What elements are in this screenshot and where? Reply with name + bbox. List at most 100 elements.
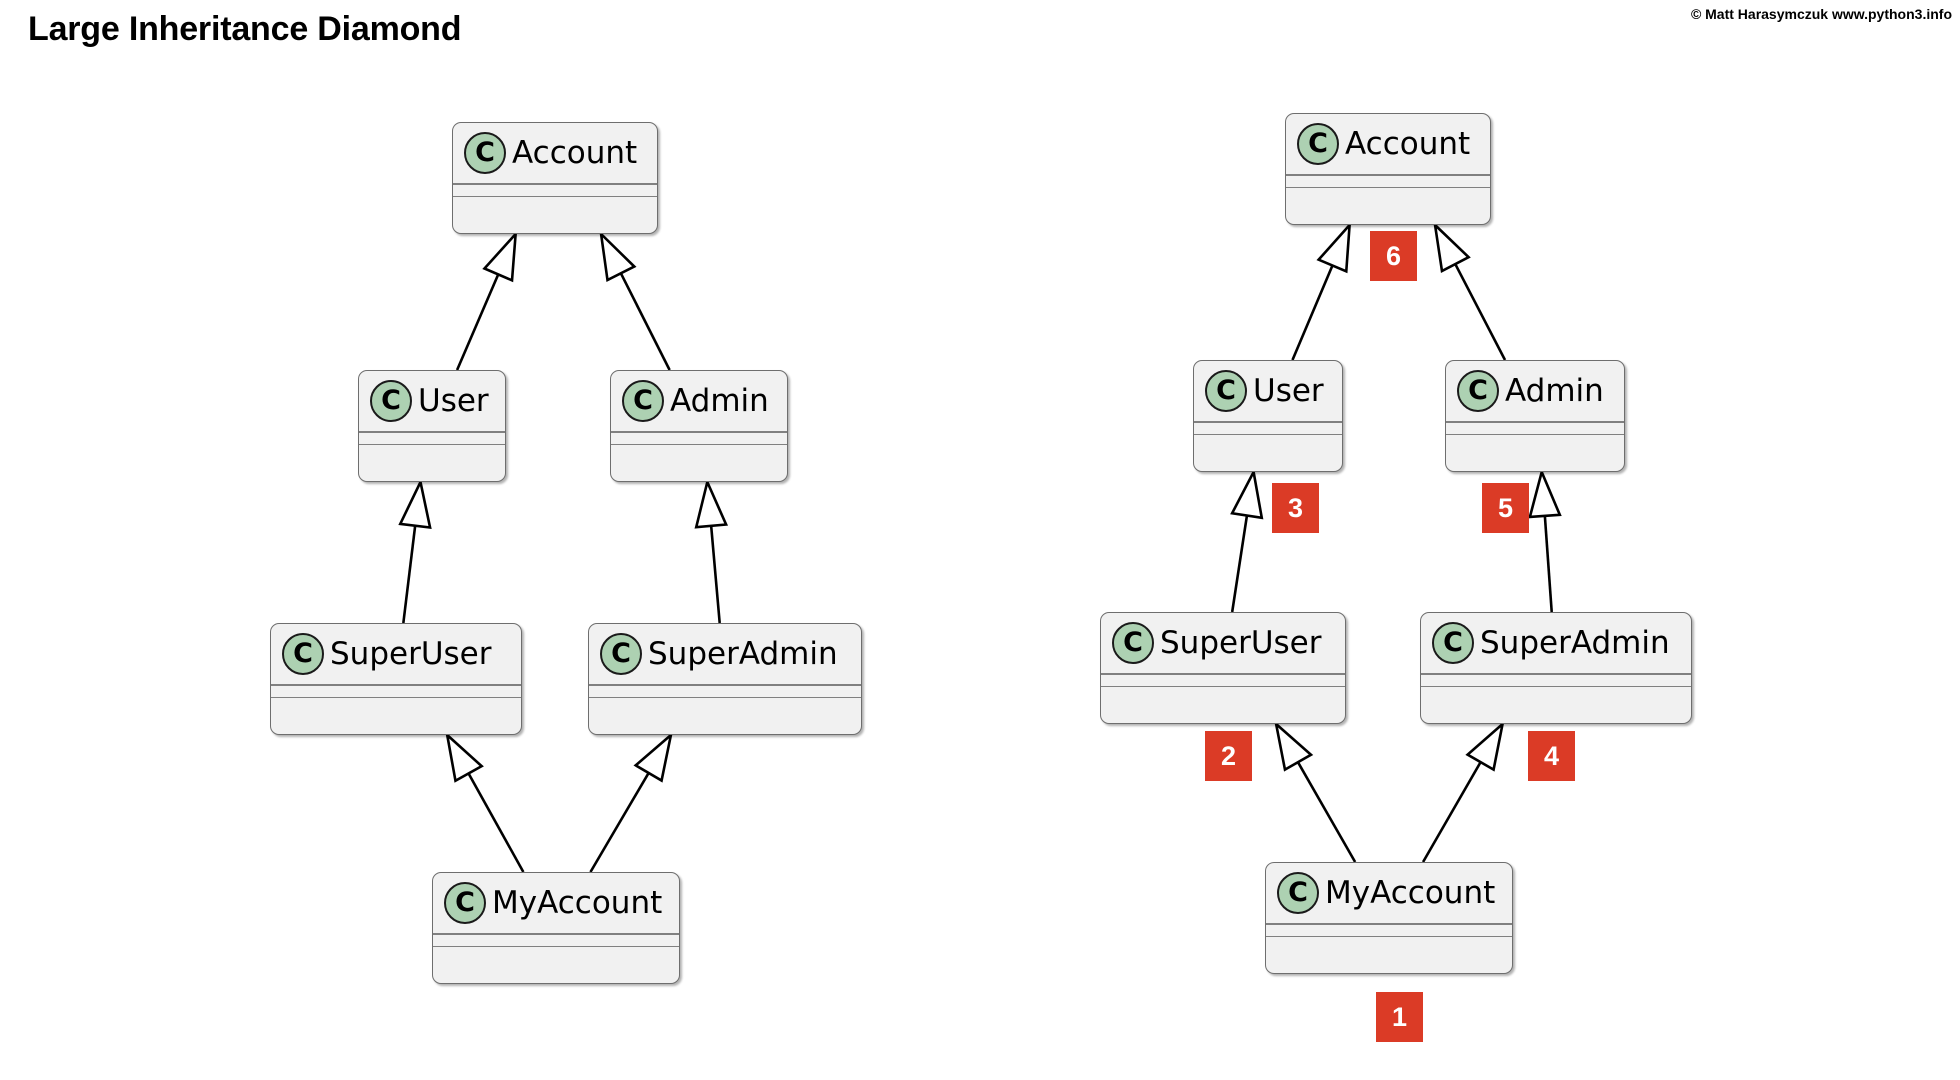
generalization-edge-superadmin-to-admin xyxy=(1528,467,1562,613)
class-stereotype-icon: C xyxy=(600,633,642,675)
class-name-label: User xyxy=(1253,373,1324,409)
uml-separator xyxy=(359,431,505,433)
uml-attributes-compartment xyxy=(1101,675,1345,686)
uml-separator xyxy=(453,183,657,185)
uml-separator xyxy=(1266,935,1512,938)
copyright-notice: © Matt Harasymczuk www.python3.info xyxy=(1690,6,1952,22)
edge-line xyxy=(1296,761,1357,863)
uml-separator xyxy=(1194,433,1342,436)
uml-separator xyxy=(453,195,657,198)
uml-separator xyxy=(1286,174,1490,176)
class-name-label: MyAccount xyxy=(1325,875,1496,911)
uml-methods-compartment xyxy=(1421,687,1691,698)
mro-order-badge-4: 4 xyxy=(1528,731,1575,781)
uml-attributes-compartment xyxy=(1266,925,1512,936)
generalization-arrowhead-icon xyxy=(1465,720,1505,772)
uml-separator xyxy=(1446,433,1624,436)
edge-line xyxy=(1421,761,1482,863)
class-stereotype-icon: C xyxy=(1112,622,1154,664)
class-stereotype-icon: C xyxy=(370,380,412,422)
uml-separator xyxy=(1286,186,1490,189)
uml-separator xyxy=(1421,673,1691,675)
generalization-edge-superuser-to-user xyxy=(1230,468,1264,613)
edge-line xyxy=(1454,263,1507,361)
uml-methods-compartment xyxy=(1286,188,1490,199)
generalization-edge-myaccount-to-superadmin xyxy=(1421,720,1505,863)
class-stereotype-icon: C xyxy=(444,882,486,924)
uml-separator xyxy=(589,696,861,699)
generalization-arrowhead-icon xyxy=(1230,468,1264,520)
class-name-label: Account xyxy=(512,135,638,171)
edge-line xyxy=(1291,265,1334,361)
class-name-label: MyAccount xyxy=(492,885,663,921)
mro-order-badge-1: 1 xyxy=(1376,992,1423,1042)
class-stereotype-icon: C xyxy=(282,633,324,675)
uml-separator xyxy=(359,443,505,446)
mro-order-badge-6: 6 xyxy=(1370,231,1417,281)
uml-separator xyxy=(433,933,679,935)
uml-methods-compartment xyxy=(1101,687,1345,698)
generalization-arrowhead-icon xyxy=(1316,221,1352,274)
mro-order-badge-2: 2 xyxy=(1205,731,1252,781)
uml-methods-compartment xyxy=(1446,435,1624,446)
generalization-arrowhead-icon xyxy=(1528,467,1562,519)
uml-separator xyxy=(1421,685,1691,688)
uml-separator xyxy=(611,443,787,446)
uml-attributes-compartment xyxy=(1194,423,1342,434)
generalization-arrowhead-icon xyxy=(1433,221,1471,273)
uml-attributes-compartment xyxy=(1286,176,1490,187)
uml-separator xyxy=(1446,421,1624,423)
class-name-label: SuperAdmin xyxy=(648,636,838,672)
generalization-edge-admin-to-account xyxy=(1433,221,1507,361)
generalization-arrowhead-icon xyxy=(1274,720,1314,772)
uml-attributes-compartment xyxy=(1446,423,1624,434)
class-stereotype-icon: C xyxy=(464,132,506,174)
page-title: Large Inheritance Diamond xyxy=(28,10,462,48)
mro-order-badge-5: 5 xyxy=(1482,483,1529,533)
generalization-edge-user-to-account xyxy=(1291,221,1352,361)
uml-separator xyxy=(1101,673,1345,675)
uml-separator xyxy=(1194,421,1342,423)
generalization-edge-myaccount-to-superuser xyxy=(1274,720,1357,863)
class-name-label: User xyxy=(418,383,489,419)
class-stereotype-icon: C xyxy=(1457,370,1499,412)
uml-separator xyxy=(611,431,787,433)
edge-line xyxy=(1543,515,1554,613)
class-stereotype-icon: C xyxy=(1205,370,1247,412)
mro-order-badge-3: 3 xyxy=(1272,483,1319,533)
edge-line xyxy=(1230,515,1249,613)
uml-separator xyxy=(271,696,521,699)
uml-separator xyxy=(1266,923,1512,925)
uml-separator xyxy=(589,684,861,686)
class-name-label: SuperUser xyxy=(330,636,492,672)
class-stereotype-icon: C xyxy=(1432,622,1474,664)
class-name-label: Admin xyxy=(670,383,769,419)
uml-methods-compartment xyxy=(1194,435,1342,446)
class-stereotype-icon: C xyxy=(1297,123,1339,165)
uml-separator xyxy=(271,684,521,686)
class-stereotype-icon: C xyxy=(622,380,664,422)
